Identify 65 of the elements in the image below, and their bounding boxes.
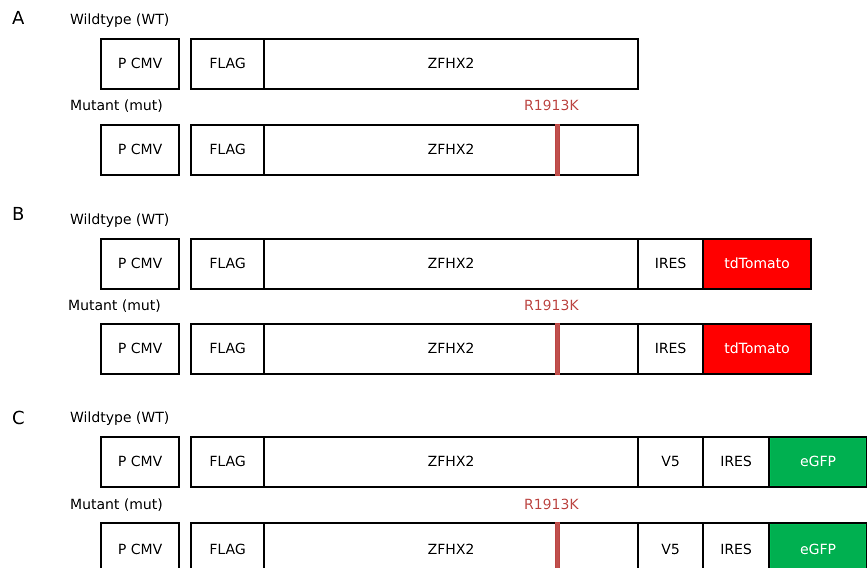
segment-label: tdTomato	[724, 256, 790, 272]
construct-title: Mutant (mut)	[68, 298, 161, 314]
segment-label: P CMV	[118, 142, 162, 158]
segment-label: IRES	[720, 542, 752, 558]
segment-label: eGFP	[800, 542, 836, 558]
mutation-label: R1913K	[524, 298, 579, 314]
ires-box	[637, 238, 704, 290]
segment-label: tdTomato	[724, 341, 790, 357]
gene-box	[263, 436, 639, 488]
ires-box	[702, 436, 770, 488]
segment-label: FLAG	[209, 542, 246, 558]
tag-box	[190, 238, 265, 290]
mutation-label: R1913K	[524, 98, 579, 114]
promoter-box	[100, 38, 180, 90]
construct-title: Mutant (mut)	[70, 497, 163, 513]
tag-box	[190, 522, 265, 568]
segment-label: FLAG	[209, 256, 246, 272]
panel-letter: B	[12, 204, 24, 225]
ires-box	[637, 323, 704, 375]
segment-label: IRES	[720, 454, 752, 470]
promoter-box	[100, 124, 180, 176]
segment-label: ZFHX2	[428, 256, 474, 272]
segment-label: FLAG	[209, 56, 246, 72]
segment-label: ZFHX2	[428, 56, 474, 72]
segment-label: P CMV	[118, 542, 162, 558]
construct-title: Wildtype (WT)	[70, 212, 170, 228]
segment-label: ZFHX2	[428, 454, 474, 470]
segment-label: IRES	[654, 341, 686, 357]
construct-title: Mutant (mut)	[70, 98, 163, 114]
promoter-box	[100, 522, 180, 568]
segment-label: ZFHX2	[428, 542, 474, 558]
reporter-box	[768, 436, 867, 488]
gene-box	[263, 323, 639, 375]
mutation-label: R1913K	[524, 497, 579, 513]
segment-label: P CMV	[118, 341, 162, 357]
reporter-box	[768, 522, 867, 568]
segment-label: IRES	[654, 256, 686, 272]
construct-title: Wildtype (WT)	[70, 410, 170, 426]
promoter-box	[100, 238, 180, 290]
tag-box	[190, 436, 265, 488]
segment-label: FLAG	[209, 142, 246, 158]
segment-label: P CMV	[118, 454, 162, 470]
panel-letter: A	[12, 8, 24, 29]
segment-label: ZFHX2	[428, 341, 474, 357]
panel-letter: C	[12, 408, 25, 429]
gene-box	[263, 238, 639, 290]
tag-box	[190, 38, 265, 90]
reporter-box	[702, 323, 812, 375]
segment-label: P CMV	[118, 256, 162, 272]
reporter-box	[702, 238, 812, 290]
segment-label: V5	[661, 454, 680, 470]
tag-box	[637, 436, 704, 488]
promoter-box	[100, 436, 180, 488]
tag-box	[190, 323, 265, 375]
gene-box	[263, 38, 639, 90]
promoter-box	[100, 323, 180, 375]
tag-box	[190, 124, 265, 176]
segment-label: ZFHX2	[428, 142, 474, 158]
segment-label: P CMV	[118, 56, 162, 72]
segment-label: eGFP	[800, 454, 836, 470]
gene-box	[263, 124, 639, 176]
segment-label: V5	[661, 542, 680, 558]
construct-title: Wildtype (WT)	[70, 12, 170, 28]
segment-label: FLAG	[209, 454, 246, 470]
segment-label: FLAG	[209, 341, 246, 357]
